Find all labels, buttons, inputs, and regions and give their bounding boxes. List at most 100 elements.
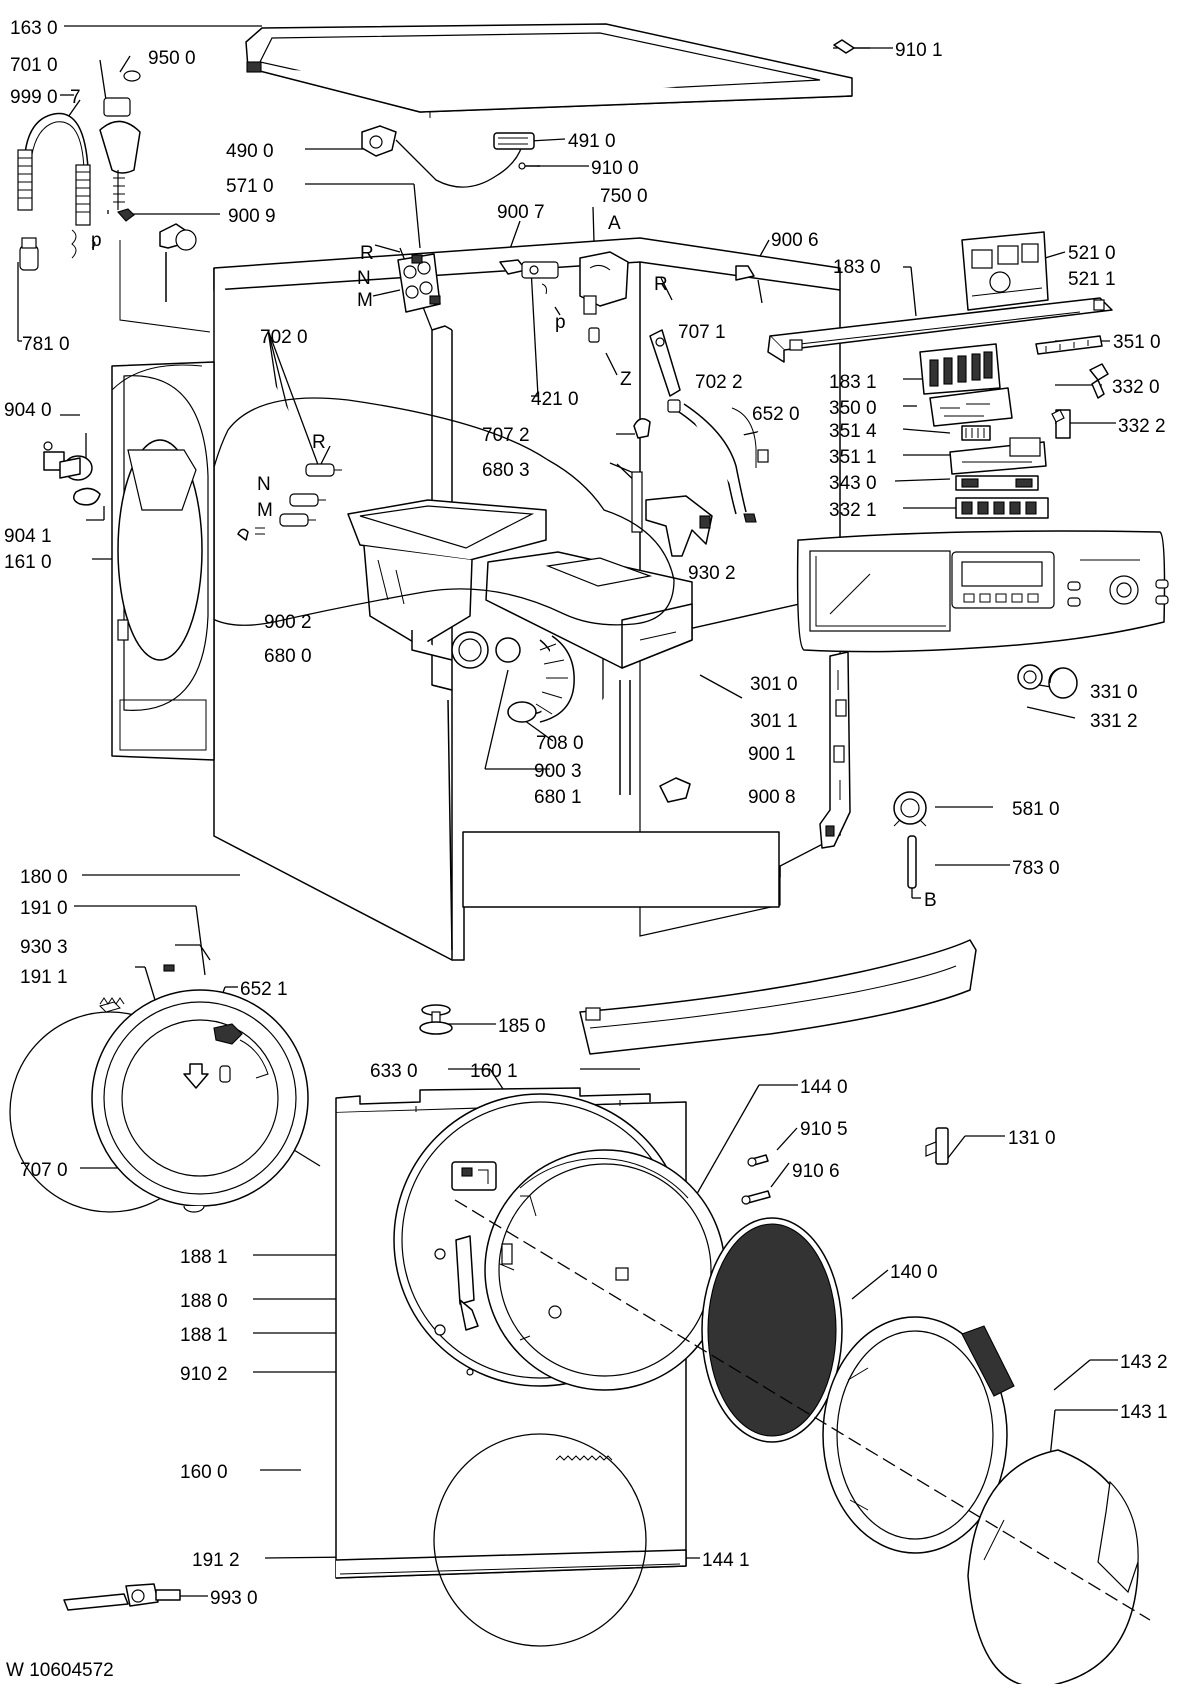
callout-144-0: 144 0 bbox=[800, 1077, 848, 1098]
board-351-4 bbox=[961, 425, 991, 441]
callout-781-0: 781 0 bbox=[22, 334, 70, 355]
side-panel-161 bbox=[111, 361, 215, 761]
callout-p-1: p bbox=[91, 230, 102, 251]
callout-185-0: 185 0 bbox=[498, 1016, 546, 1037]
callout-183-0: 183 0 bbox=[833, 257, 881, 278]
door-glass-143-1 bbox=[967, 1449, 1139, 1684]
clip-900-8 bbox=[659, 777, 691, 803]
callout-930-2: 930 2 bbox=[688, 563, 736, 584]
plinth-160-1 bbox=[579, 939, 977, 1055]
callout-a: A bbox=[608, 213, 621, 234]
valve-701 bbox=[99, 70, 141, 222]
pump-750-0 bbox=[579, 251, 629, 343]
callout-r-2: R bbox=[654, 274, 668, 295]
callout-652-0: 652 0 bbox=[752, 404, 800, 425]
callout-900-8: 900 8 bbox=[748, 787, 796, 808]
top-lid bbox=[245, 23, 853, 118]
callout-131-0: 131 0 bbox=[1008, 1128, 1056, 1149]
callout-n-1: N bbox=[357, 268, 371, 289]
cabinet-frame bbox=[213, 237, 841, 961]
callout-421-0: 421 0 bbox=[531, 389, 579, 410]
callout-900-1: 900 1 bbox=[748, 744, 796, 765]
callout-702-2: 702 2 bbox=[695, 372, 743, 393]
callout-900-3: 900 3 bbox=[534, 761, 582, 782]
callout-301-0: 301 0 bbox=[750, 674, 798, 695]
callout-144-1: 144 1 bbox=[702, 1550, 750, 1571]
clip-930-3 bbox=[163, 964, 175, 972]
callout-490-0: 490 0 bbox=[226, 141, 274, 162]
callout-143-2: 143 2 bbox=[1120, 1352, 1168, 1373]
pressure-switch-581 bbox=[893, 791, 927, 827]
callout-707-2: 707 2 bbox=[482, 425, 530, 446]
rod-783 bbox=[907, 835, 917, 889]
control-panel-fascia bbox=[796, 530, 1169, 653]
outer-door-143-2 bbox=[822, 1316, 1015, 1554]
hinge-188 bbox=[434, 1235, 479, 1376]
callout-331-0: 331 0 bbox=[1090, 682, 1138, 703]
pcb-350-0 bbox=[929, 387, 1013, 427]
callout-332-1: 332 1 bbox=[829, 500, 877, 521]
callout-910-1: 910 1 bbox=[895, 40, 943, 61]
strip-351-0 bbox=[1035, 335, 1103, 355]
callout-680-3: 680 3 bbox=[482, 460, 530, 481]
callout-950-0: 950 0 bbox=[148, 48, 196, 69]
seal-ring-140 bbox=[701, 1217, 843, 1443]
callout-191-0: 191 0 bbox=[20, 898, 68, 919]
side-board-900-1 bbox=[819, 651, 851, 849]
callout-910-0: 910 0 bbox=[591, 158, 639, 179]
bracket-680-3 bbox=[631, 471, 713, 557]
callout-707-1: 707 1 bbox=[678, 322, 726, 343]
callout-900-6: 900 6 bbox=[771, 230, 819, 251]
callout-labels: 163 0 910 1 701 0 950 0 999 0 7 490 0 49… bbox=[4, 18, 1168, 1681]
seal-904-1 bbox=[73, 487, 101, 506]
board-343-0 bbox=[955, 475, 1039, 491]
callout-904-0: 904 0 bbox=[4, 400, 52, 421]
callout-331-2: 331 2 bbox=[1090, 711, 1138, 732]
callout-680-1: 680 1 bbox=[534, 787, 582, 808]
electronic-module-183-1 bbox=[919, 343, 1001, 395]
drawing-number: W 10604572 bbox=[6, 1660, 114, 1681]
callout-7: 7 bbox=[70, 87, 81, 108]
screw-910-6 bbox=[741, 1190, 771, 1205]
callout-332-0: 332 0 bbox=[1112, 377, 1160, 398]
callout-r-3: R bbox=[312, 432, 326, 453]
callout-521-0: 521 0 bbox=[1068, 243, 1116, 264]
screw-910-5 bbox=[747, 1154, 769, 1167]
callout-783-0: 783 0 bbox=[1012, 858, 1060, 879]
connector-900-7 bbox=[499, 259, 559, 295]
board-351-1 bbox=[949, 437, 1047, 475]
button-332-2 bbox=[1051, 409, 1071, 439]
hose-assembly bbox=[17, 112, 96, 271]
callout-143-1: 143 1 bbox=[1120, 1402, 1168, 1423]
callout-188-1a: 188 1 bbox=[180, 1247, 228, 1268]
callout-301-1: 301 1 bbox=[750, 711, 798, 732]
callout-m-2: M bbox=[257, 500, 273, 521]
keys-332-1 bbox=[955, 497, 1049, 519]
power-cord bbox=[361, 125, 540, 188]
callout-652-1: 652 1 bbox=[240, 979, 288, 1000]
inlet-valve-assembly bbox=[397, 253, 441, 313]
callout-160-1: 160 1 bbox=[470, 1061, 518, 1082]
callout-521-1: 521 1 bbox=[1068, 269, 1116, 290]
callout-900-7: 900 7 bbox=[497, 202, 545, 223]
spring-191-1 bbox=[99, 997, 125, 1005]
callout-680-0: 680 0 bbox=[264, 646, 312, 667]
callout-571-0: 571 0 bbox=[226, 176, 274, 197]
lever-707-1 bbox=[649, 329, 681, 397]
callout-z: Z bbox=[620, 369, 632, 390]
hose-702-2 bbox=[667, 399, 769, 523]
connectors-702-0 bbox=[237, 463, 342, 541]
callout-351-4: 351 4 bbox=[829, 421, 877, 442]
lower-door-191-2 bbox=[433, 1433, 647, 1647]
hinge-pin-131 bbox=[925, 1127, 949, 1165]
callout-m-1: M bbox=[357, 290, 373, 311]
knob-331 bbox=[1017, 664, 1078, 699]
button-332-0 bbox=[1089, 363, 1109, 399]
callout-b: B bbox=[924, 890, 937, 911]
callout-999-0: 999 0 bbox=[10, 87, 58, 108]
callout-p-2: p bbox=[555, 312, 566, 333]
dispenser-housing-680 bbox=[347, 499, 547, 669]
callout-633-0: 633 0 bbox=[370, 1061, 418, 1082]
callout-993-0: 993 0 bbox=[210, 1588, 258, 1609]
